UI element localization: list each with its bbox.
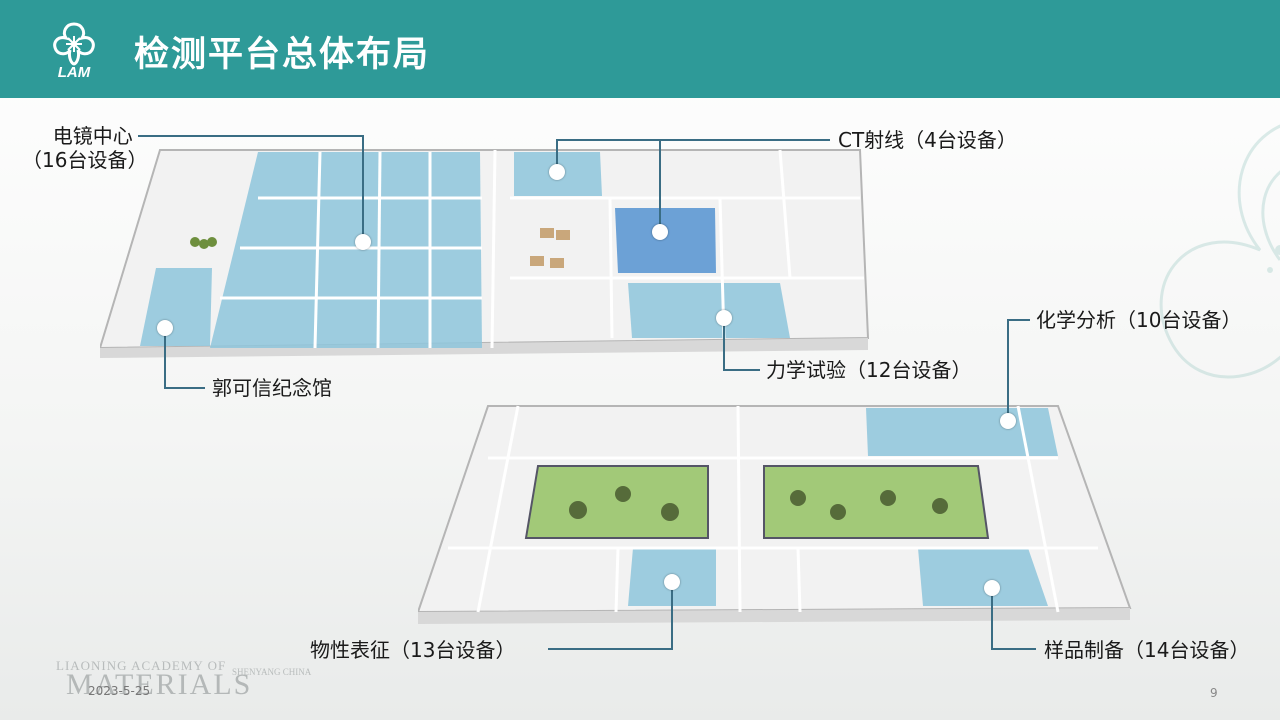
ct-zone-2	[615, 208, 716, 273]
lam-logo: LAM	[46, 18, 102, 84]
chemical-label: 化学分析（10台设备）	[1036, 308, 1242, 332]
chemical-marker[interactable]	[1000, 413, 1016, 429]
page-title: 检测平台总体布局	[134, 35, 431, 75]
sample-label: 样品制备（14台设备）	[1044, 638, 1250, 662]
ct-marker-b[interactable]	[652, 224, 668, 240]
background-flower-decoration	[1159, 124, 1280, 379]
em-center-zone	[210, 152, 482, 348]
em-center-marker[interactable]	[355, 234, 371, 250]
upper-floor-walls	[100, 338, 868, 358]
lower-floor-room-grid	[448, 405, 1098, 613]
memorial-label: 郭可信纪念馆	[212, 376, 332, 400]
physical-label: 物性表征（13台设备）	[310, 638, 516, 662]
ct-label: CT射线（4台设备）	[838, 128, 1017, 152]
page-number: 9	[1210, 686, 1218, 700]
em-center-count: （16台设备）	[22, 148, 148, 172]
header-bar: LAM 检测平台总体布局	[0, 0, 1280, 98]
sample-marker[interactable]	[984, 580, 1000, 596]
watermark-line2: MATERIALS	[66, 668, 253, 701]
mechanical-marker[interactable]	[716, 310, 732, 326]
physical-marker[interactable]	[664, 574, 680, 590]
watermark-line3: SHENYANG CHINA	[232, 667, 312, 677]
watermark-line1: LIAONING ACADEMY OF	[56, 658, 227, 673]
courtyard-left	[524, 465, 709, 539]
chemical-zone	[866, 408, 1058, 456]
em-center-label: 电镜中心 （16台设备）	[22, 124, 147, 172]
ct-marker-a[interactable]	[549, 164, 565, 180]
courtyard-right	[763, 465, 990, 539]
mechanical-label: 力学试验（12台设备）	[766, 358, 972, 382]
lower-floor-plan	[418, 405, 1132, 624]
crates	[530, 228, 570, 268]
sample-zone	[918, 548, 1048, 606]
upper-floor-plan	[100, 149, 870, 358]
logo-text: LAM	[57, 64, 91, 81]
courtyard-trees	[569, 486, 948, 521]
em-center-title: 电镜中心	[52, 124, 133, 148]
mechanical-zone	[628, 283, 790, 338]
footer-date: 2023-5-25	[88, 684, 151, 698]
memorial-marker[interactable]	[157, 320, 173, 336]
